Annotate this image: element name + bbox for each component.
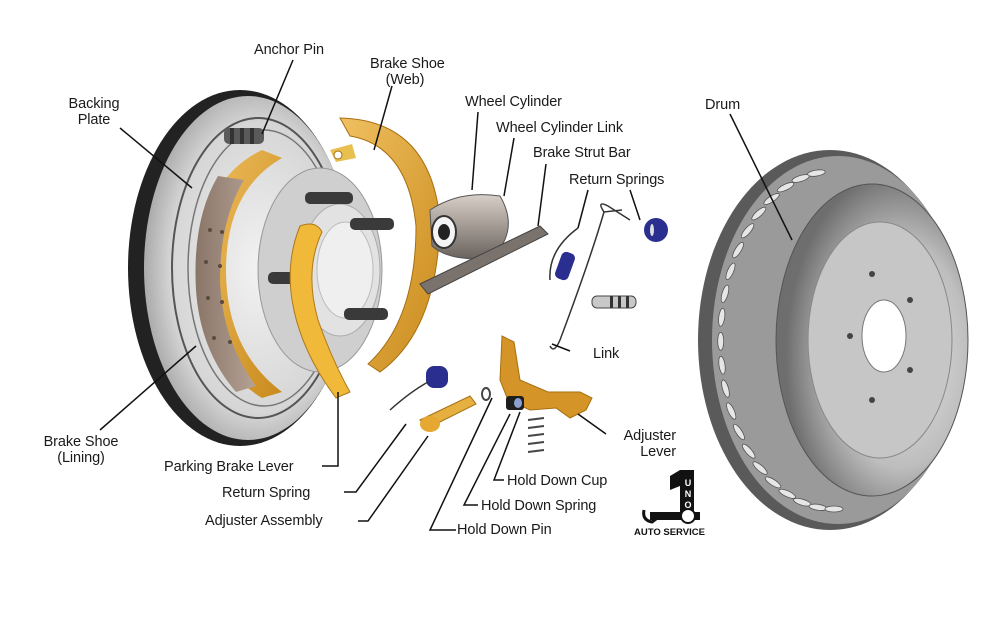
parking-brake-lever: [289, 223, 351, 399]
logo-text: AUTO SERVICE: [634, 527, 705, 538]
drum-fin: [721, 379, 730, 398]
label-backing-plate: Backing Plate: [64, 96, 124, 128]
drum-fin: [752, 461, 768, 475]
drum-fin: [776, 182, 795, 193]
drum-fin: [778, 488, 796, 499]
logo-letter: O: [684, 500, 692, 510]
label-brake-shoe-lining: Brake Shoe (Lining): [36, 434, 126, 466]
hold-down-washer: [481, 387, 491, 401]
drum-fin: [791, 174, 810, 183]
drum-fin: [824, 505, 844, 513]
label-adjuster-lever: Adjuster Lever: [606, 428, 677, 460]
label-brake-shoe-web: Brake Shoe (Web): [370, 56, 445, 88]
drum-fin: [732, 241, 744, 259]
label-drum: Drum: [705, 97, 741, 113]
label-adjuster-lever-line1: Adjuster: [623, 428, 677, 444]
label-wheel-cylinder-link: Wheel Cylinder Link: [496, 120, 624, 136]
drum-fin: [717, 331, 725, 351]
anchor-pin: [224, 128, 264, 144]
label-return-springs: Return Springs: [569, 172, 665, 188]
return-springs: [549, 203, 668, 281]
leader-lines: [99, 59, 793, 531]
drum-fin: [740, 223, 755, 239]
label-backing-plate-line1: Backing: [68, 96, 120, 112]
brake-drum: [698, 150, 969, 530]
logo-letter: U: [684, 478, 692, 488]
brake-shoe-web: [330, 117, 441, 373]
link: [549, 211, 605, 350]
logo-letter: N: [684, 489, 692, 499]
drum-fin: [718, 355, 726, 375]
brake-shoe-lining: [195, 150, 282, 398]
label-hold-down-spring: Hold Down Spring: [481, 498, 597, 514]
drum-fin: [741, 443, 756, 459]
wheel-cylinder: [429, 194, 509, 260]
label-adjuster-lever-line2: Lever: [640, 444, 676, 460]
return-spring-lower: [389, 366, 448, 411]
drum-cooling-fins: [717, 169, 844, 513]
label-brake-shoe-lining-line1: Brake Shoe: [43, 434, 119, 450]
uno-auto-service-logo: [642, 470, 700, 524]
label-brake-shoe-web-line2: (Web): [385, 72, 425, 88]
label-return-spring: Return Spring: [222, 485, 311, 501]
label-hold-down-pin: Hold Down Pin: [457, 522, 552, 538]
drum-fin: [764, 476, 782, 489]
label-link: Link: [593, 346, 620, 362]
label-anchor-pin: Anchor Pin: [254, 42, 324, 58]
label-brake-shoe-lining-line2: (Lining): [57, 450, 105, 466]
logo-letters: U N O: [683, 478, 693, 511]
label-backing-plate-line2: Plate: [77, 112, 111, 128]
hold-down-cup: [506, 396, 524, 410]
adjuster-small-spring: [591, 295, 637, 309]
label-brake-strut-bar: Brake Strut Bar: [533, 145, 631, 161]
label-hold-down-cup: Hold Down Cup: [507, 473, 608, 489]
hold-down-spring: [527, 417, 545, 453]
label-parking-brake-lever: Parking Brake Lever: [164, 459, 294, 475]
drum-fin: [718, 307, 726, 327]
drum-fin: [751, 206, 767, 221]
label-wheel-cylinder: Wheel Cylinder: [465, 94, 562, 110]
drum-fin: [725, 262, 736, 281]
drum-fin: [720, 284, 730, 303]
brake-strut-bar: [419, 225, 549, 295]
adjuster-assembly: [419, 395, 477, 432]
drum-fin: [733, 423, 745, 441]
label-brake-shoe-web-line1: Brake Shoe: [370, 56, 445, 72]
drum-fin: [726, 402, 737, 420]
label-adjuster-assembly: Adjuster Assembly: [205, 513, 323, 529]
